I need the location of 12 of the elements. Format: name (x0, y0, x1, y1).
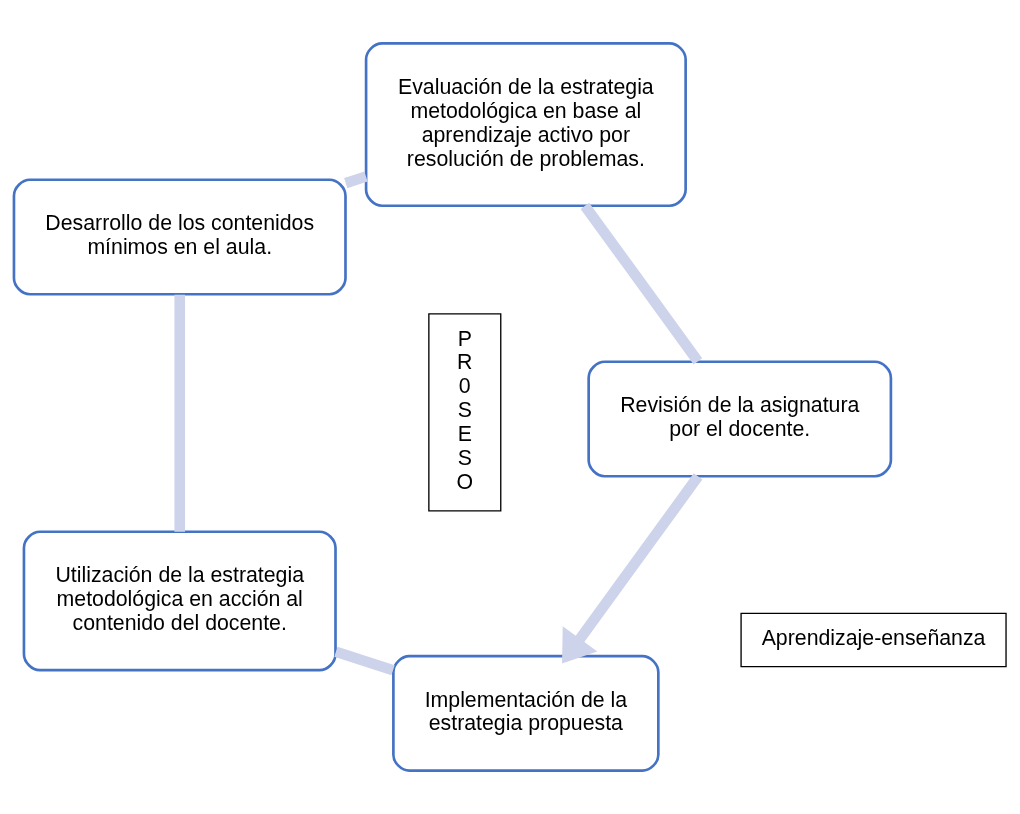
node-box: Utilización de la estrategia metodológica en acción al contenido del docente. (22, 530, 337, 672)
arrow (562, 473, 703, 664)
node-box: Aprendizaje-enseñanza (740, 612, 1007, 668)
node-box: Revisión de la asignatura por el docente. (587, 360, 893, 478)
connector (174, 294, 186, 532)
connector (344, 171, 368, 189)
node-box: P R 0 S E S O (428, 313, 502, 512)
connector (580, 202, 703, 365)
node-box: Evaluación de la estrategia metodológica en base al aprendizaje activo por resolución de problemas. (364, 42, 687, 208)
node-box: Implementación de la estrategia propuesta (392, 654, 660, 772)
node-box: Desarrollo de los contenidos mínimos en el aula. (12, 178, 347, 296)
connector (334, 646, 395, 676)
